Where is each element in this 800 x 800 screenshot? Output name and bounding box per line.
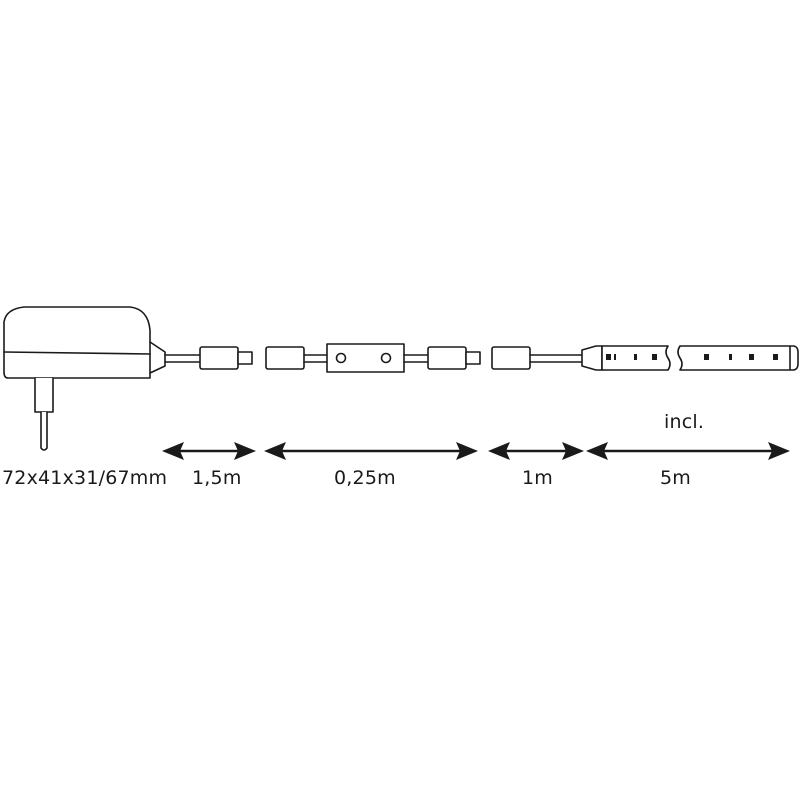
led-chips (606, 354, 778, 360)
dimension-arrow-2 (264, 442, 478, 460)
led-chip-icon (634, 354, 637, 360)
dimension-arrow-1 (162, 442, 256, 460)
led-strip (601, 345, 799, 371)
controller-box (326, 343, 405, 373)
dimension-arrow-3 (488, 442, 584, 460)
adapter-dimensions-label: 72x41x31/67mm (2, 467, 168, 489)
cable-1-connector (199, 346, 239, 370)
cable-1 (164, 346, 253, 370)
cable-2-left-connector (265, 346, 305, 370)
strip-end-cap (581, 345, 603, 371)
led-chip-icon (749, 354, 754, 360)
led-chip-icon (773, 354, 778, 360)
adapter-plug-collar (34, 377, 54, 413)
arrow-right-icon (234, 442, 256, 460)
arrow-left-icon (488, 442, 510, 460)
cable-3-connector (491, 346, 531, 370)
strip-length-label: 5m (660, 467, 691, 489)
led-chip-icon (606, 354, 611, 360)
arrow-left-icon (586, 442, 608, 460)
arrow-left-icon (264, 442, 286, 460)
power-adapter (3, 306, 166, 451)
adapter-body (3, 306, 166, 379)
led-chip-icon (652, 354, 657, 360)
led-chip-icon (614, 354, 616, 360)
arrow-left-icon (162, 442, 184, 460)
adapter-seam (3, 351, 151, 355)
led-strip-right-segment (677, 345, 799, 371)
arrow-right-icon (768, 442, 790, 460)
controller-button-2-icon (380, 352, 392, 364)
cable-3 (491, 345, 603, 371)
cable-2-right-connector-tip (465, 351, 481, 365)
controller-button-1-icon (335, 352, 347, 364)
cable-2-right-connector (427, 346, 467, 370)
led-chip-icon (704, 354, 709, 360)
cable-2 (265, 343, 481, 373)
dimension-arrow-4 (586, 442, 790, 460)
strip-included-label: incl. (664, 411, 705, 433)
cable-1-length-label: 1,5m (192, 467, 242, 489)
cable-1-connector-tip (237, 351, 253, 365)
arrow-right-icon (456, 442, 478, 460)
adapter-plug-pin (40, 411, 48, 451)
arrow-right-icon (562, 442, 584, 460)
cable-2-length-label: 0,25m (334, 467, 396, 489)
cable-3-length-label: 1m (522, 467, 553, 489)
led-chip-icon (729, 354, 732, 360)
